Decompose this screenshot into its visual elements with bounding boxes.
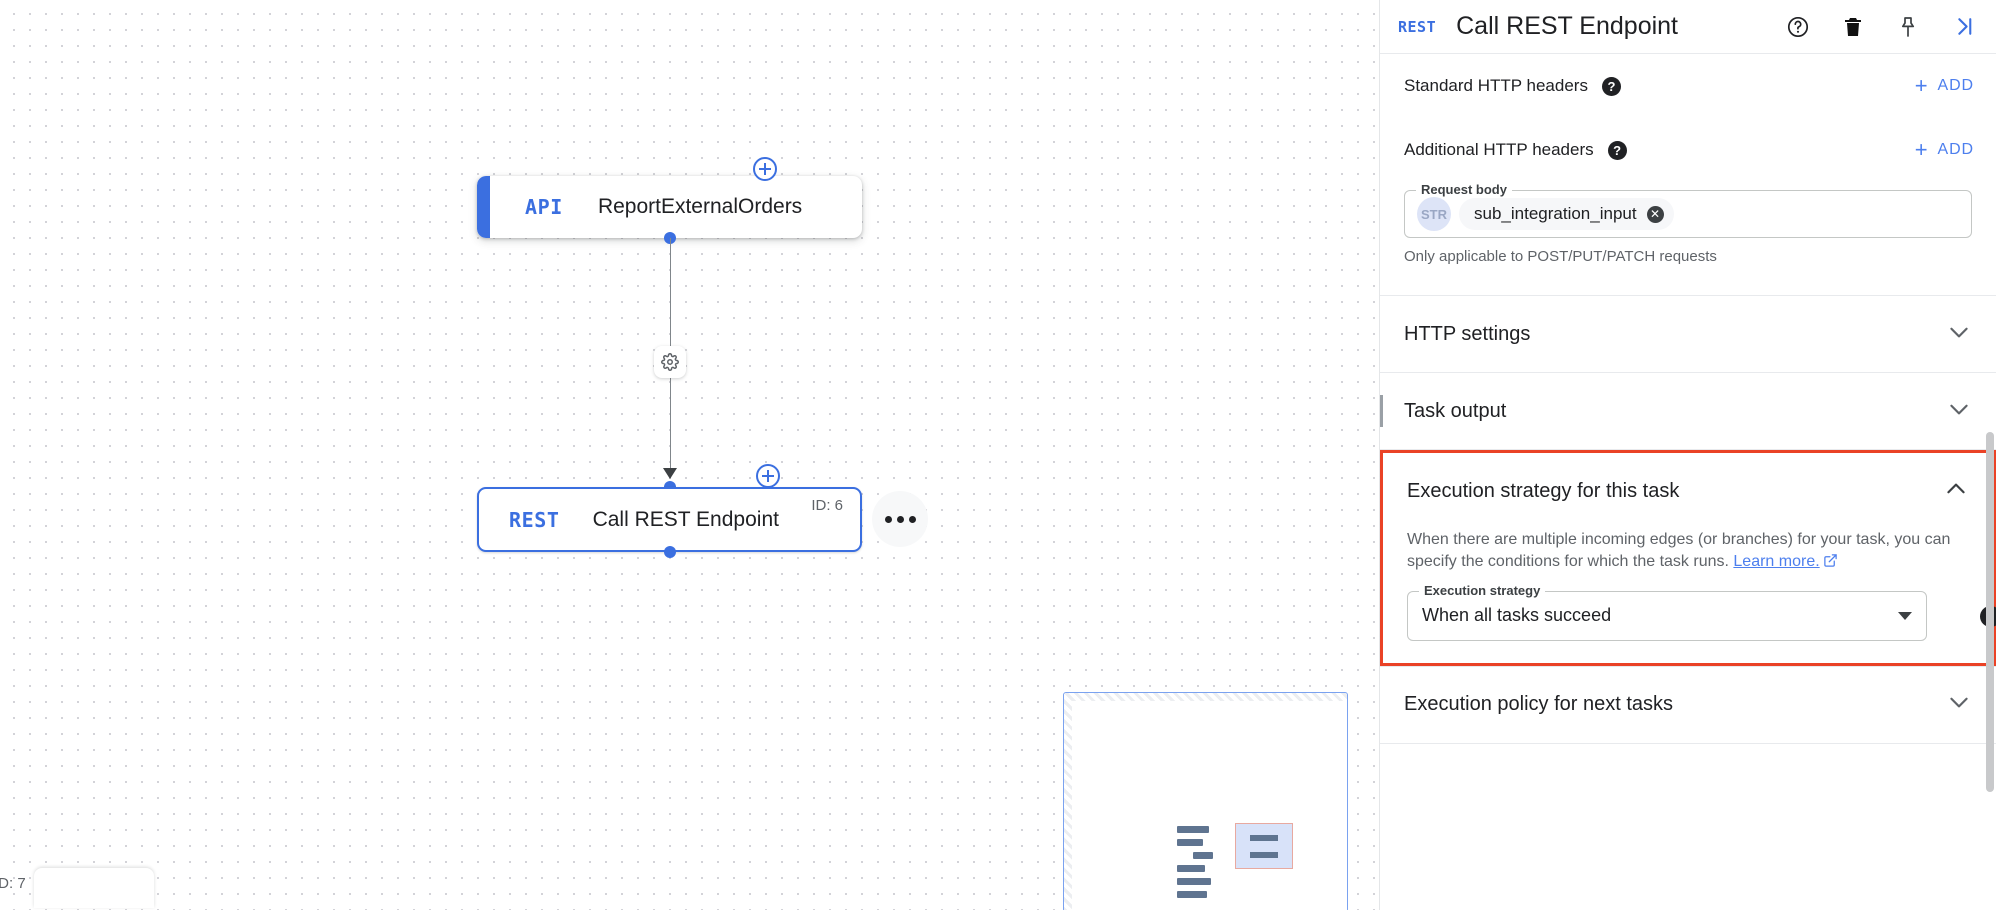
request-body-helper-text: Only applicable to POST/PUT/PATCH reques… [1404, 248, 1717, 265]
node-accent-bar [477, 176, 490, 238]
edge-settings-gear-icon[interactable] [654, 346, 686, 378]
execution-strategy-select[interactable]: Execution strategy When all tasks succee… [1407, 582, 1927, 641]
execution-strategy-legend: Execution strategy [1419, 582, 1546, 598]
standard-http-headers-label: Standard HTTP headers [1404, 76, 1588, 95]
panel-type-badge: REST [1398, 17, 1437, 36]
node-type-badge: API [525, 195, 563, 219]
chevron-down-icon[interactable] [1898, 611, 1912, 620]
add-node-after-api-icon[interactable] [753, 157, 777, 181]
clipped-node-card[interactable] [34, 868, 154, 908]
external-link-icon[interactable] [1823, 553, 1838, 575]
section-title: Execution policy for next tasks [1404, 693, 1674, 715]
remove-variable-icon[interactable]: ✕ [1646, 205, 1664, 223]
node-call-rest-endpoint[interactable]: REST Call REST Endpoint ID: 6 [477, 487, 862, 552]
add-additional-header-button[interactable]: + ADD [1915, 139, 1974, 161]
additional-http-headers-row: Additional HTTP headers ? + ADD [1380, 118, 1996, 182]
request-body-variable-chip[interactable]: sub_integration_input ✕ [1459, 198, 1674, 230]
divider [1380, 665, 1996, 667]
add-label: ADD [1937, 141, 1974, 158]
divider [1380, 295, 1996, 296]
panel-title: Call REST Endpoint [1456, 12, 1678, 40]
additional-http-headers-label: Additional HTTP headers [1404, 140, 1594, 159]
chevron-down-icon [1946, 689, 1972, 720]
add-label: ADD [1937, 77, 1974, 94]
node-type-badge: REST [509, 507, 560, 532]
node-id-label: ID: 6 [811, 497, 843, 514]
task-config-panel: REST Call REST Endpoint [1379, 0, 1996, 910]
canvas-overlay-panel[interactable] [1063, 692, 1348, 910]
plus-icon: + [1914, 73, 1929, 98]
learn-more-link[interactable]: Learn more. [1733, 552, 1820, 570]
section-title: HTTP settings [1404, 322, 1531, 345]
node-more-options-icon[interactable] [872, 491, 928, 547]
chevron-up-icon [1943, 476, 1969, 507]
section-execution-policy[interactable]: Execution policy for next tasks [1380, 667, 1996, 743]
selected-value: When all tasks succeed [1422, 605, 1612, 625]
standard-http-headers-row: Standard HTTP headers ? + ADD [1380, 54, 1996, 118]
add-standard-header-button[interactable]: + ADD [1915, 75, 1974, 97]
workflow-canvas[interactable]: API ReportExternalOrders REST Call REST … [0, 0, 1379, 910]
help-tooltip-icon[interactable]: ? [1601, 76, 1621, 96]
section-http-settings[interactable]: HTTP settings [1380, 296, 1996, 372]
panel-header: REST Call REST Endpoint [1380, 0, 1996, 54]
help-icon[interactable] [1785, 14, 1811, 40]
request-body-field-wrap: Request body STR sub_integration_input ✕ [1380, 182, 1996, 238]
edge-arrowhead [663, 468, 677, 479]
add-node-after-rest-icon[interactable] [756, 464, 780, 488]
node-label: ReportExternalOrders [597, 195, 803, 218]
divider [1380, 742, 1996, 744]
execution-strategy-select-wrap: Execution strategy When all tasks succee… [1383, 575, 1996, 663]
clipped-node-id-label: ID: 7 [0, 875, 26, 892]
divider [1380, 372, 1996, 373]
delete-icon[interactable] [1840, 14, 1866, 40]
overlay-lines-graphic [1177, 826, 1213, 904]
chevron-down-icon [1946, 396, 1972, 427]
panel-body[interactable]: Standard HTTP headers ? + ADD Additional… [1380, 54, 1996, 910]
variable-name: sub_integration_input [1474, 204, 1637, 223]
collapse-panel-icon[interactable] [1950, 14, 1976, 40]
description-text: When there are multiple incoming edges (… [1407, 531, 1951, 570]
section-selection-marker [1380, 395, 1383, 427]
execution-strategy-highlight: Execution strategy for this task When th… [1380, 450, 1996, 666]
request-body-legend: Request body [1416, 182, 1512, 197]
section-task-output[interactable]: Task output [1380, 373, 1996, 449]
node-output-port[interactable] [664, 546, 676, 558]
section-execution-strategy[interactable]: Execution strategy for this task [1383, 453, 1993, 529]
variable-type-badge: STR [1417, 197, 1451, 231]
execution-strategy-description: When there are multiple incoming edges (… [1383, 529, 1993, 575]
overlay-inner [1072, 701, 1347, 910]
request-body-field[interactable]: Request body STR sub_integration_input ✕ [1404, 182, 1972, 238]
node-label: Call REST Endpoint [592, 507, 779, 531]
section-title: Execution strategy for this task [1407, 479, 1680, 502]
panel-scrollbar[interactable] [1986, 432, 1994, 792]
panel-header-actions [1785, 14, 1982, 40]
help-tooltip-icon[interactable]: ? [1607, 140, 1627, 160]
chevron-down-icon [1946, 319, 1972, 350]
node-report-external-orders[interactable]: API ReportExternalOrders [477, 176, 862, 238]
plus-icon: + [1914, 137, 1929, 162]
pin-icon[interactable] [1895, 14, 1921, 40]
overlay-highlight-box [1235, 823, 1293, 869]
section-title: Task output [1404, 399, 1507, 422]
divider [1380, 449, 1996, 450]
